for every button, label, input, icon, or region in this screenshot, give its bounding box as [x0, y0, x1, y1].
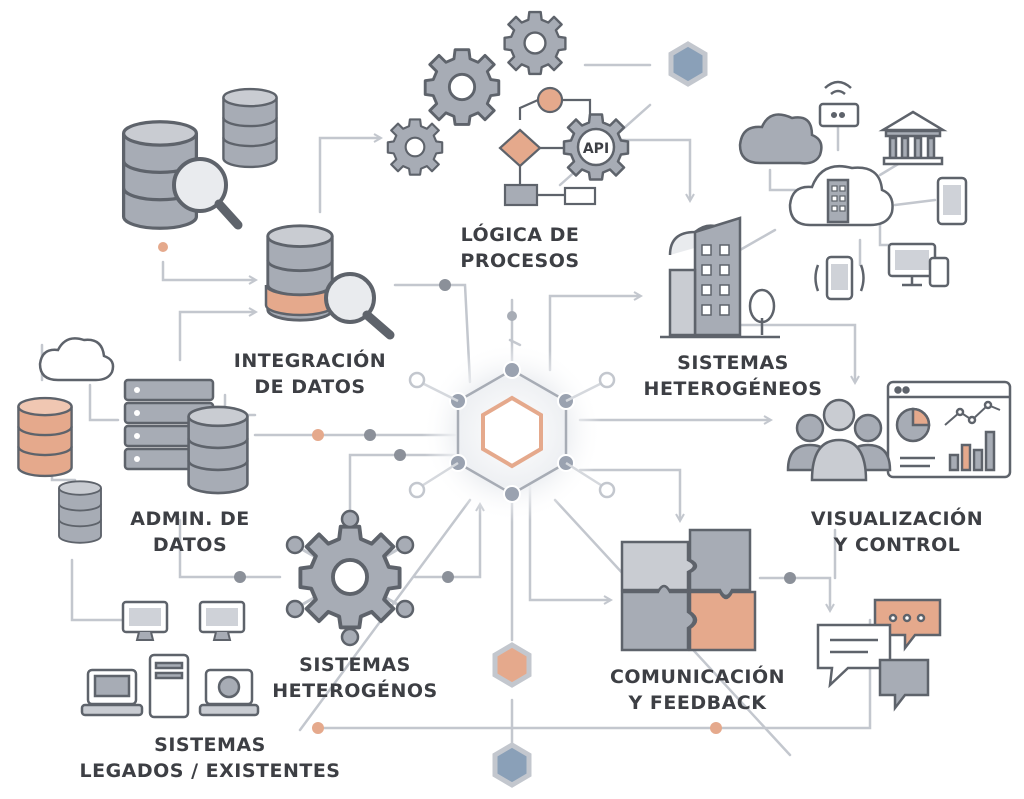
legacy-computers-icon	[80, 600, 260, 719]
cloud-network-icon	[738, 113, 894, 227]
database-search-icon	[121, 87, 278, 230]
smartphone-icon	[814, 255, 865, 301]
desktop-devices-icon	[887, 242, 950, 288]
api-gear-icon: API	[562, 113, 630, 181]
puzzle-icon	[620, 528, 757, 652]
hexagon-icon	[492, 41, 708, 788]
connector-dots	[158, 242, 796, 734]
database-icon	[264, 224, 395, 340]
router-icon	[818, 80, 860, 128]
tablet-icon	[936, 176, 968, 226]
server-rack-icon	[17, 378, 249, 544]
dashboard-icon	[886, 380, 1012, 479]
users-icon	[786, 398, 892, 482]
sistemas-gear-icon	[285, 509, 415, 647]
bank-icon	[878, 110, 948, 166]
central-hub-icon	[408, 342, 616, 522]
svg-text:API: API	[583, 141, 609, 157]
flowchart-icon	[498, 86, 597, 207]
cloud-icon	[38, 337, 115, 382]
building-icon	[660, 216, 780, 339]
chat-bubbles-icon	[816, 598, 942, 712]
